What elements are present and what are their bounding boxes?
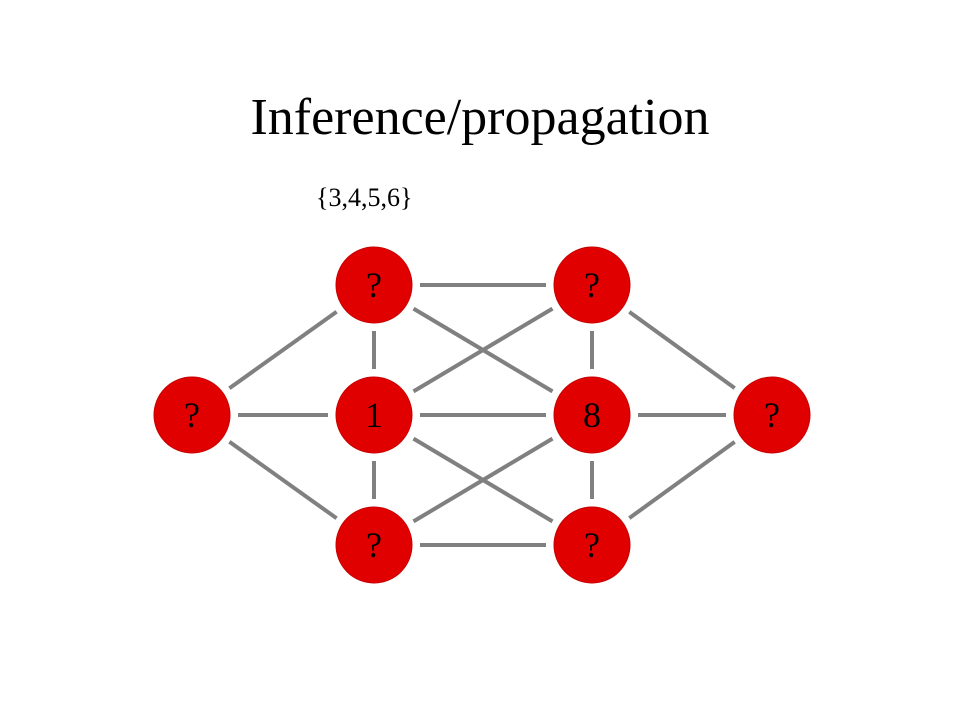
node-circle [553, 376, 631, 454]
node-label: ? [584, 265, 600, 305]
node-label: ? [184, 395, 200, 435]
edge-middle-left-top-right [412, 306, 554, 394]
node-left: ? [153, 376, 231, 454]
edges [228, 283, 736, 547]
node-circle [153, 376, 231, 454]
node-top-right: ? [553, 246, 631, 324]
node-bottom-left: ? [335, 506, 413, 584]
edge-left-bottom-left [228, 440, 338, 520]
edge-bottom-right-right [628, 440, 736, 520]
edge-top-right-right [628, 310, 736, 390]
domain-annotation: {3,4,5,6} [316, 183, 413, 212]
node-circle [335, 376, 413, 454]
node-middle-right: 8 [553, 376, 631, 454]
edge-left-top-left [228, 310, 338, 390]
edge-bottom-left-middle-right [412, 436, 554, 524]
node-right: ? [733, 376, 811, 454]
slide-title: Inference/propagation [250, 89, 710, 146]
node-circle [553, 506, 631, 584]
node-label: 8 [583, 395, 601, 435]
node-label: ? [584, 525, 600, 565]
node-label: ? [764, 395, 780, 435]
node-label: 1 [365, 395, 383, 435]
node-circle [733, 376, 811, 454]
node-label: ? [366, 525, 382, 565]
nodes: ?? 1?? 8?? [153, 246, 811, 584]
node-circle [335, 506, 413, 584]
node-top-left: ? [335, 246, 413, 324]
node-circle [553, 246, 631, 324]
node-middle-left: 1 [335, 376, 413, 454]
node-label: ? [366, 265, 382, 305]
node-circle [335, 246, 413, 324]
node-bottom-right: ? [553, 506, 631, 584]
